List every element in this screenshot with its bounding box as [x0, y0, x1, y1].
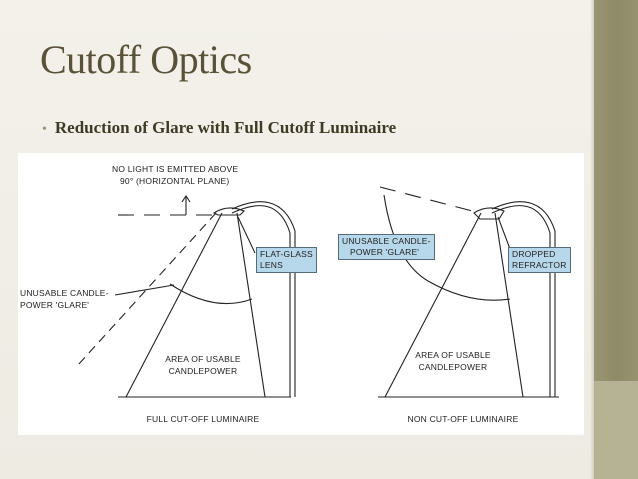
left-usable-line1: AREA OF USABLE: [165, 354, 241, 364]
right-usable-line2: CANDLEPOWER: [418, 362, 488, 372]
diagram-drawing: [77, 186, 559, 398]
decorative-side-bar-lower: [594, 381, 638, 479]
left-glare-line2: POWER 'GLARE': [20, 300, 90, 310]
right-cone-left: [384, 212, 482, 398]
bullet-icon: •: [42, 122, 47, 137]
right-refractor-line1: DROPPED: [512, 249, 556, 259]
right-glare-line2: POWER 'GLARE': [350, 247, 420, 257]
left-pole-arm-inner: [231, 205, 291, 397]
right-pole-arm: [491, 201, 556, 397]
left-glare-leader: [114, 284, 175, 296]
right-glare-dashed: [379, 186, 481, 214]
left-lens-leader: [237, 216, 256, 254]
right-usable-line1: AREA OF USABLE: [415, 350, 491, 360]
left-lens-line2: LENS: [260, 260, 284, 270]
right-refractor-leader: [497, 216, 511, 250]
cutoff-diagram: NO LIGHT IS EMITTED ABOVE 90° (HORIZONTA…: [18, 153, 584, 435]
left-glare-dashed: [77, 212, 217, 366]
left-glare-arc: [169, 283, 253, 305]
left-fixture: [212, 207, 245, 216]
left-note-line2: 90° (HORIZONTAL PLANE): [120, 176, 230, 186]
right-cone-right: [494, 212, 524, 398]
slide-title: Cutoff Optics: [40, 37, 252, 82]
right-refractor-label: DROPPED REFRACTOR: [508, 247, 571, 273]
left-glare-line1: UNUSABLE CANDLE-: [20, 288, 109, 298]
right-glare-line1: UNUSABLE CANDLE-: [342, 236, 431, 246]
left-cone-left: [125, 212, 223, 398]
right-refractor-line2: REFRACTOR: [512, 260, 567, 270]
bullet-item: • Reduction of Glare with Full Cutoff Lum…: [42, 118, 396, 138]
right-usable-arc: [427, 280, 511, 301]
left-lens-label: FLAT-GLASS LENS: [256, 247, 317, 273]
left-lens-line1: FLAT-GLASS: [260, 249, 313, 259]
bullet-text: Reduction of Glare with Full Cutoff Lumi…: [54, 118, 397, 137]
left-pole-arm: [231, 201, 296, 397]
left-usable-line2: CANDLEPOWER: [168, 366, 238, 376]
left-note-line1: NO LIGHT IS EMITTED ABOVE: [112, 164, 239, 174]
left-cone-right: [236, 212, 266, 398]
left-arrow-head: [181, 195, 191, 203]
right-caption: NON CUT-OFF LUMINAIRE: [407, 414, 519, 424]
left-caption: FULL CUT-OFF LUMINAIRE: [146, 414, 260, 424]
right-pole-arm-inner: [491, 205, 551, 397]
right-glare-label: UNUSABLE CANDLE- POWER 'GLARE': [338, 234, 435, 260]
slide-edge-shadow: [590, 0, 594, 479]
